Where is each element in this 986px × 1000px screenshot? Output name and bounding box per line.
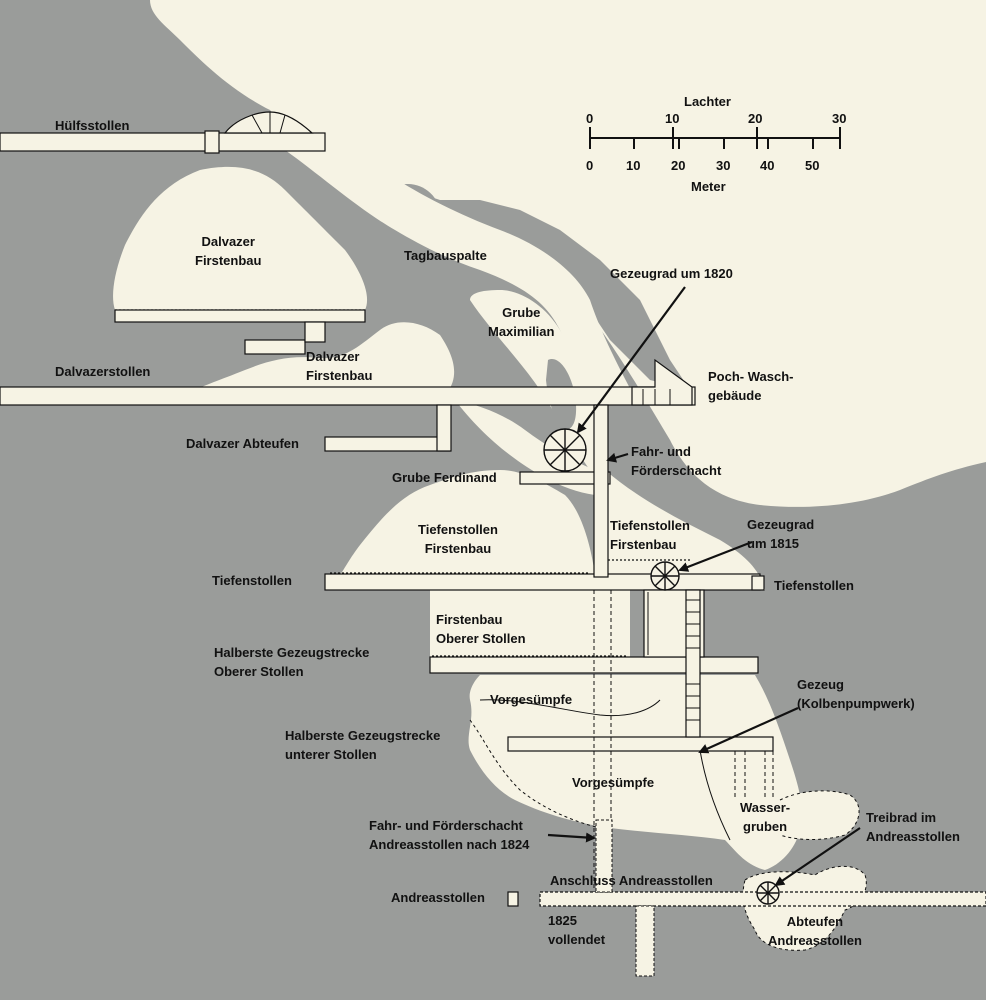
scale-bottom-tick-50: 50 bbox=[805, 158, 820, 173]
poch-waschgebaeude bbox=[631, 358, 693, 406]
scale-top-tick-20: 20 bbox=[748, 111, 763, 126]
scale-bottom-tick-0: 0 bbox=[586, 158, 594, 173]
arrow-gezeugrad-1815 bbox=[678, 540, 753, 572]
lower-mine-body bbox=[340, 470, 595, 575]
scale-top-unit: Lachter bbox=[684, 94, 731, 109]
dalvazer-abteufen-gallery bbox=[324, 436, 451, 452]
unterer-stollen-gallery bbox=[507, 736, 774, 752]
label-halberste-oberer: Halberste Gezeugstrecke Oberer Stollen bbox=[214, 645, 370, 679]
arrow-fahr-andreas bbox=[547, 832, 596, 843]
gezeugrad-1820-wheel bbox=[543, 428, 587, 472]
label-dalvazer-abteufen: Dalvazer Abteufen bbox=[186, 436, 299, 451]
dalvazer-firstenbau-lower bbox=[200, 322, 455, 388]
wassergruben-dashed bbox=[779, 790, 860, 841]
label-treibrad: Treibrad im Andreasstollen bbox=[866, 810, 960, 844]
fahr-foerderschacht bbox=[593, 404, 609, 578]
scale-bar bbox=[589, 127, 841, 149]
scale-top-tick-30: 30 bbox=[832, 111, 847, 126]
scale-top-tick-0: 0 bbox=[586, 111, 594, 126]
scale-bottom-tick-40: 40 bbox=[760, 158, 775, 173]
label-huelfsstollen: Hülfsstollen bbox=[55, 118, 130, 133]
label-tiefenstollen-firstenbau-left: Tiefenstollen Firstenbau bbox=[418, 522, 498, 556]
firstenbau-oberer-area bbox=[430, 588, 630, 658]
scale-bottom-tick-30: 30 bbox=[716, 158, 731, 173]
huelfsstollen-adit bbox=[0, 132, 326, 152]
vorgesuempfe-region bbox=[468, 675, 802, 870]
label-grube-ferdinand: Grube Ferdinand bbox=[392, 470, 497, 485]
grube-ferdinand-gallery bbox=[519, 471, 611, 485]
label-tiefenstollen-right: Tiefenstollen bbox=[774, 578, 854, 593]
label-gezeug: Gezeug (Kolbenpumpwerk) bbox=[797, 677, 915, 711]
tagbauspalte-band bbox=[285, 140, 635, 400]
label-dalvazerstollen: Dalvazerstollen bbox=[55, 364, 151, 379]
label-gezeugrad-1820: Gezeugrad um 1820 bbox=[610, 266, 733, 281]
label-halberste-unterer: Halberste Gezeugstrecke unterer Stollen bbox=[285, 728, 441, 762]
label-fahr-foerderschacht: Fahr- und Förderschacht bbox=[631, 444, 722, 478]
label-dalvazer-firstenbau-upper: Dalvazer Firstenbau bbox=[195, 234, 262, 268]
label-firstenbau-oberer-stollen: Firstenbau Oberer Stollen bbox=[436, 612, 526, 646]
scale-bottom-tick-20: 20 bbox=[671, 158, 686, 173]
label-tiefenstollen-firstenbau-right: Tiefenstollen Firstenbau bbox=[610, 518, 690, 552]
arrow-gezeugrad-1820 bbox=[576, 286, 686, 434]
scale-top-tick-10: 10 bbox=[665, 111, 680, 126]
label-vorgesuempfe-upper: Vorgesümpfe bbox=[490, 692, 573, 707]
label-poch-waschgebaeude: Poch- Wasch- gebäude bbox=[708, 369, 794, 403]
label-grube-maximilian: Grube Maximilian bbox=[488, 305, 555, 339]
label-tiefenstollen-left: Tiefenstollen bbox=[212, 573, 292, 588]
vorgesuempfe-dashed-edge bbox=[469, 719, 601, 829]
scale-bottom-tick-10: 10 bbox=[626, 158, 641, 173]
label-andreasstollen: Andreasstollen bbox=[391, 890, 485, 905]
label-fahr-foerderschacht-andreas: Fahr- und Förderschacht Andreasstollen n… bbox=[369, 818, 530, 852]
label-gezeugrad-1815: Gezeugrad um 1815 bbox=[747, 517, 815, 551]
scale-bottom-unit: Meter bbox=[691, 179, 726, 194]
arrow-gezeug bbox=[698, 706, 799, 754]
label-dalvazer-firstenbau-lower: Dalvazer Firstenbau bbox=[306, 349, 373, 383]
label-1825-vollendet: 1825 vollendet bbox=[548, 913, 606, 947]
gezeugrad-1815-wheel bbox=[650, 561, 680, 591]
label-vorgesuempfe-lower: Vorgesümpfe bbox=[572, 775, 655, 790]
arrow-fahr-foerderschacht bbox=[606, 452, 629, 463]
tiefenstollen-upper-area bbox=[455, 400, 595, 495]
label-abteufen-andreasstollen: Abteufen Andreasstollen bbox=[768, 914, 862, 948]
dalvazer-firstenbau-upper bbox=[113, 166, 368, 310]
label-tagbauspalte: Tagbauspalte bbox=[404, 248, 487, 263]
label-anschluss-andreasstollen: Anschluss Andreasstollen bbox=[550, 873, 713, 888]
label-wassergruben: Wasser- gruben bbox=[740, 800, 791, 834]
treibrad-wheel bbox=[756, 881, 780, 905]
dalvazerstollen-adit bbox=[0, 386, 696, 406]
tiefenstollen-adit bbox=[324, 573, 761, 591]
arrow-treibrad bbox=[774, 827, 861, 887]
